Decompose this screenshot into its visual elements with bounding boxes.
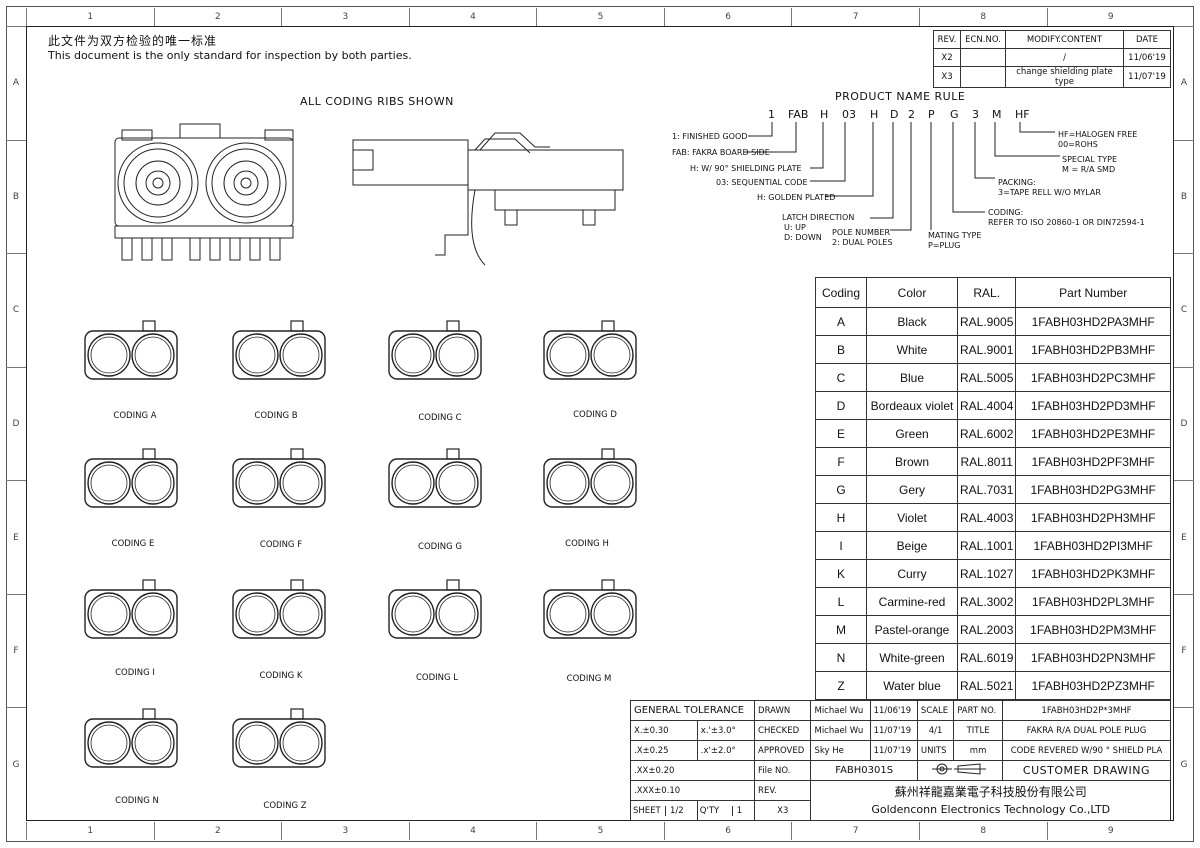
rule-note-smd: M = R/A SMD: [1062, 165, 1116, 174]
rule-note-latch-down: D: DOWN: [784, 233, 822, 242]
rule-note-finished: 1: FINISHED GOOD: [672, 132, 748, 141]
revision-table: REV. ECN.NO. MODIFY.CONTENT DATE X2/11/0…: [933, 30, 1171, 88]
inspection-note-cn: 此文件为双方检验的唯一标准: [48, 34, 218, 48]
rule-note-sequential: 03: SEQUENTIAL CODE: [716, 178, 808, 187]
rule-token-1: 1: [768, 108, 775, 121]
connector-front-view: [114, 123, 294, 261]
coding-caption-c: CODING C: [418, 413, 462, 423]
company-name-cn: 蘇州祥龍嘉業電子科技股份有限公司: [894, 784, 1087, 799]
rule-note-fab: FAB: FAKRA BOARD SIDE: [672, 148, 770, 157]
coding-caption-g: CODING G: [418, 542, 462, 552]
coding-caption-z: CODING Z: [263, 801, 307, 811]
coding-caption-d: CODING D: [573, 410, 617, 420]
ribs-title: ALL CODING RIBS SHOWN: [300, 95, 454, 108]
rule-note-packing: PACKING:: [998, 178, 1036, 187]
coding-caption-f: CODING F: [259, 540, 303, 550]
rule-note-pole: POLE NUMBER: [832, 228, 891, 237]
rule-token-h: H: [820, 108, 829, 121]
rule-token-m: M: [992, 108, 1002, 121]
rule-token-hf: HF: [1015, 108, 1030, 121]
coding-caption-m: CODING M: [566, 674, 612, 684]
rule-token-h2: H: [870, 108, 879, 121]
rule-note-dual: 2: DUAL POLES: [832, 238, 893, 247]
coding-caption-e: CODING E: [111, 539, 155, 549]
rule-note-rohs: 00=ROHS: [1058, 140, 1098, 149]
coding-caption-h: CODING H: [565, 539, 609, 549]
rule-token-g: G: [950, 108, 959, 121]
drawing-frame: [26, 26, 1174, 821]
rule-note-special: SPECIAL TYPE: [1062, 155, 1118, 164]
rule-note-iso: REFER TO ISO 20860-1 OR DIN72594-1: [988, 218, 1145, 227]
rule-token-03: 03: [842, 108, 856, 121]
coding-caption-b: CODING B: [254, 411, 298, 421]
rule-token-p: P: [928, 108, 935, 121]
outer-border: [6, 6, 1194, 842]
rule-token-3: 3: [972, 108, 979, 121]
coding-caption-l: CODING L: [415, 673, 459, 683]
rule-note-golden: H: GOLDEN PLATED: [757, 193, 836, 202]
rule-note-plug: P=PLUG: [928, 241, 961, 250]
rule-note-mating: MATING TYPE: [928, 231, 982, 240]
title-block: GENERAL TOLERANCE DRAWN Michael Wu 11/06…: [629, 700, 1172, 821]
inspection-note-en: This document is the only standard for i…: [48, 49, 412, 62]
rule-note-latch: LATCH DIRECTION: [782, 213, 855, 222]
connector-side-view: [352, 132, 624, 266]
product-name-rule-title: PRODUCT NAME RULE: [835, 90, 966, 103]
rule-note-shielding: H: W/ 90° SHIELDING PLATE: [690, 164, 802, 173]
rule-note-latch-up: U: UP: [784, 223, 806, 232]
rule-leader-lines: [744, 122, 1060, 231]
coding-caption-a: CODING A: [113, 411, 157, 421]
rule-token-fab: FAB: [788, 108, 809, 121]
rule-note-coding: CODING:: [988, 208, 1024, 217]
projection-symbol-icon: [916, 760, 1003, 781]
rule-token-2: 2: [908, 108, 915, 121]
coding-rib-grid: [84, 320, 637, 768]
coding-caption-k: CODING K: [259, 671, 303, 681]
coding-caption-i: CODING I: [115, 668, 155, 678]
company-name-en: Goldenconn Electronics Technology Co.,LT…: [871, 802, 1111, 816]
coding-caption-n: CODING N: [115, 796, 159, 806]
rule-note-tape: 3=TAPE RELL W/O MYLAR: [998, 188, 1101, 197]
rule-note-halogen: HF=HALOGEN FREE: [1058, 130, 1138, 139]
rule-token-d: D: [890, 108, 899, 121]
